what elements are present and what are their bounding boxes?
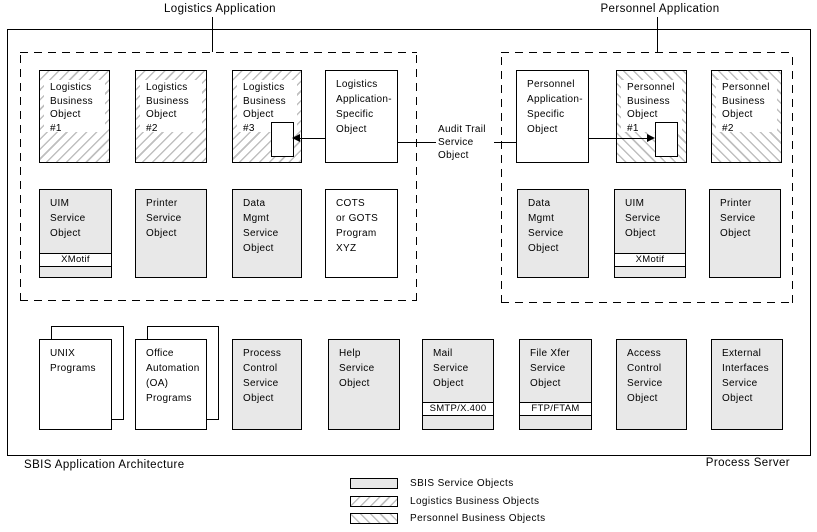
logistics-application-title: Logistics Application bbox=[164, 3, 276, 15]
legend-swatch-sbis-service bbox=[350, 478, 398, 489]
box-label: External Interfaces Service Object bbox=[722, 348, 769, 404]
xmotif-band: XMotif bbox=[40, 253, 111, 267]
printer-service-object-personnel: Printer Service Object bbox=[709, 189, 781, 278]
personnel-application-title: Personnel Application bbox=[600, 3, 720, 15]
personnel-app-specific-object: Personnel Application- Specific Object bbox=[516, 70, 589, 163]
logistics-callout-line bbox=[212, 17, 213, 52]
uim-service-object-logistics: UIM Service Object XMotif bbox=[39, 189, 112, 278]
box-label: COTS or GOTS Program XYZ bbox=[336, 198, 379, 254]
mail-service-object: Mail Service Object SMTP/X.400 bbox=[422, 339, 494, 430]
box-label: File Xfer Service Object bbox=[530, 348, 570, 389]
personnel-business-object-1: Personnel Business Object #1 bbox=[616, 70, 687, 163]
personnel-connector-line bbox=[589, 138, 647, 139]
box-label: Data Mgmt Service Object bbox=[528, 198, 564, 254]
external-interfaces-service-object: External Interfaces Service Object bbox=[711, 339, 783, 430]
embedded-object-port bbox=[271, 122, 294, 157]
help-service-object: Help Service Object bbox=[328, 339, 400, 430]
legend-swatch-personnel-hatch bbox=[350, 513, 398, 524]
embedded-object-port bbox=[655, 122, 678, 157]
office-automation-programs-box: Office Automation (OA) Programs bbox=[135, 339, 207, 430]
audit-trail-service-object-label: Audit Trail Service Object bbox=[436, 122, 494, 163]
box-label: Printer Service Object bbox=[720, 198, 756, 239]
box-label: Personnel Application- Specific Object bbox=[527, 79, 583, 135]
legend-label-logistics: Logistics Business Objects bbox=[410, 496, 540, 507]
box-label: Help Service Object bbox=[339, 348, 375, 389]
box-label: Process Control Service Object bbox=[243, 348, 282, 404]
box-label: Office Automation (OA) Programs bbox=[146, 348, 200, 404]
box-label: UIM Service Object bbox=[625, 198, 661, 239]
process-server-frame bbox=[7, 29, 811, 456]
arrowhead-left-icon bbox=[292, 134, 300, 142]
smtp-band: SMTP/X.400 bbox=[423, 402, 493, 416]
sbis-architecture-label: SBIS Application Architecture bbox=[24, 459, 185, 471]
legend-label-sbis: SBIS Service Objects bbox=[410, 478, 514, 489]
cots-gots-program-box: COTS or GOTS Program XYZ bbox=[325, 189, 398, 278]
logistics-business-object-2: Logistics Business Object #2 bbox=[135, 70, 207, 163]
box-label: Logistics Business Object #2 bbox=[140, 80, 202, 134]
logistics-business-object-1: Logistics Business Object #1 bbox=[39, 70, 110, 163]
personnel-business-object-2: Personnel Business Object #2 bbox=[711, 70, 782, 163]
box-label: Printer Service Object bbox=[146, 198, 182, 239]
box-label: Logistics Business Object #1 bbox=[44, 80, 105, 134]
xmotif-band: XMotif bbox=[615, 253, 685, 267]
data-mgmt-service-object-logistics: Data Mgmt Service Object bbox=[232, 189, 302, 278]
printer-service-object-logistics: Printer Service Object bbox=[135, 189, 207, 278]
uim-service-object-personnel: UIM Service Object XMotif bbox=[614, 189, 686, 278]
process-control-service-object: Process Control Service Object bbox=[232, 339, 302, 430]
box-label: UNIX Programs bbox=[50, 348, 96, 374]
data-mgmt-service-object-personnel: Data Mgmt Service Object bbox=[517, 189, 589, 278]
logistics-app-specific-object: Logistics Application- Specific Object bbox=[325, 70, 398, 163]
box-label: Data Mgmt Service Object bbox=[243, 198, 279, 254]
box-label: Mail Service Object bbox=[433, 348, 469, 389]
box-label: UIM Service Object bbox=[50, 198, 86, 239]
box-label: Personnel Business Object #2 bbox=[716, 80, 777, 134]
legend-label-personnel: Personnel Business Objects bbox=[410, 513, 546, 524]
ftp-band: FTP/FTAM bbox=[520, 402, 591, 416]
legend-swatch-logistics-hatch bbox=[350, 496, 398, 507]
logistics-business-object-3: Logistics Business Object #3 bbox=[232, 70, 302, 163]
box-label: Logistics Application- Specific Object bbox=[336, 79, 392, 135]
unix-programs-box: UNIX Programs bbox=[39, 339, 112, 430]
box-label: Access Control Service Object bbox=[627, 348, 663, 404]
personnel-callout-line bbox=[657, 17, 658, 52]
file-xfer-service-object: File Xfer Service Object FTP/FTAM bbox=[519, 339, 592, 430]
access-control-service-object: Access Control Service Object bbox=[616, 339, 687, 430]
process-server-label: Process Server bbox=[705, 457, 790, 469]
logistics-connector-line bbox=[300, 138, 325, 139]
box-label: Personnel Business Object #1 bbox=[621, 80, 682, 134]
arrowhead-right-icon bbox=[647, 134, 655, 142]
